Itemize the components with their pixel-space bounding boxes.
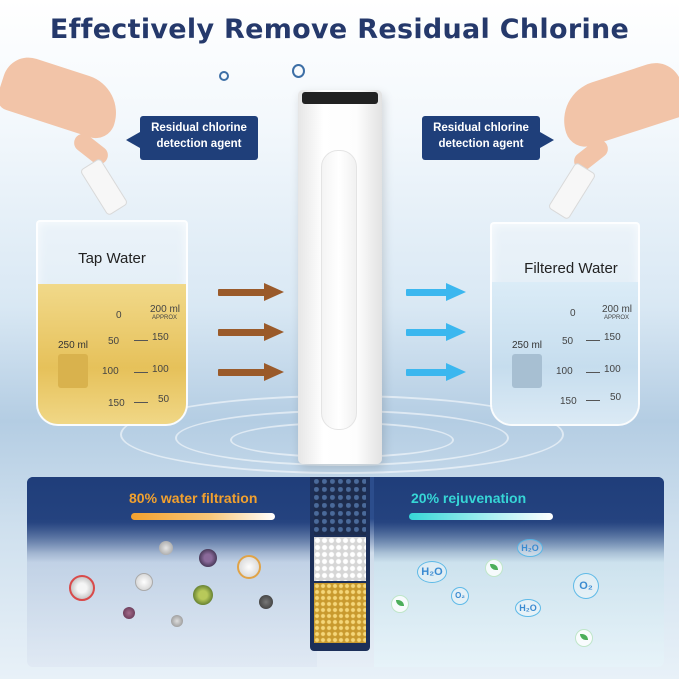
- molecule-icon: H₂O: [417, 561, 447, 583]
- filtration-label: 80% water filtration: [129, 490, 258, 506]
- beaker-filtered-water: Filtered Water 200 ml APPROX 150 100 50 …: [490, 222, 640, 426]
- callout-tail: [540, 132, 554, 148]
- scale-mark: 100: [102, 366, 119, 377]
- arrow-right-icon: [406, 363, 466, 381]
- arrow-right-icon: [406, 283, 466, 301]
- impurity-particle: [237, 555, 261, 579]
- filtered-water-liquid: [492, 282, 638, 424]
- impurity-particle: [171, 615, 183, 627]
- scale-mark: 150: [108, 398, 125, 409]
- capacity-label: 250 ml: [512, 340, 543, 351]
- arrow-right-icon: [218, 283, 284, 301]
- molecule-icon: O₂: [573, 573, 599, 599]
- impurity-particle: [199, 549, 217, 567]
- scale-mark: 50: [610, 392, 622, 403]
- impurity-particle: [193, 585, 213, 605]
- bubble-icon: [292, 64, 305, 78]
- impurity-particle: [123, 607, 135, 619]
- capacity-label: 250 ml: [58, 340, 89, 351]
- scale-brand: APPROX: [604, 315, 630, 321]
- bubble-icon: [219, 71, 229, 81]
- scale-brand: APPROX: [152, 315, 178, 321]
- cartridge-window: [321, 150, 357, 430]
- hand-left: [0, 50, 127, 144]
- filter-column-cutaway: [310, 477, 370, 651]
- scale-mark: 150: [560, 396, 577, 407]
- callout-left: Residual chlorine detection agent: [140, 116, 258, 160]
- filter-layer-kdf: [314, 583, 366, 643]
- scale-mark: 0: [116, 310, 122, 321]
- scale-tick: [134, 372, 148, 373]
- scale-mark: 150: [152, 332, 169, 343]
- scale-mark: 100: [556, 366, 573, 377]
- rejuvenation-bar: [409, 513, 553, 520]
- cartridge-seal-ring: [302, 92, 378, 104]
- beaker-right-label: Filtered Water: [524, 260, 618, 277]
- hand-right: [553, 56, 679, 152]
- callout-right: Residual chlorine detection agent: [422, 116, 540, 160]
- impurity-particle: [259, 595, 273, 609]
- impurity-particle: [159, 541, 173, 555]
- scale-tick: [134, 340, 148, 341]
- molecule-icon: H₂O: [515, 599, 541, 617]
- molecule-icon: O₂: [451, 587, 469, 605]
- arrow-right-icon: [218, 363, 284, 381]
- filter-layer-carbon: [314, 479, 366, 535]
- impurity-particle: [69, 575, 95, 601]
- callout-right-text: Residual chlorine detection agent: [433, 122, 529, 150]
- scale-mark: 100: [604, 364, 621, 375]
- callout-tail: [126, 132, 140, 148]
- arrow-right-icon: [406, 323, 466, 341]
- scale-tick: [586, 372, 600, 373]
- molecule-icon: H₂O: [517, 539, 543, 557]
- label-patch: [58, 354, 88, 388]
- leaf-icon: [391, 595, 409, 613]
- impurity-particle: [135, 573, 153, 591]
- leaf-icon: [485, 559, 503, 577]
- scale-tick: [134, 402, 148, 403]
- arrow-right-icon: [218, 323, 284, 341]
- callout-left-text: Residual chlorine detection agent: [151, 122, 247, 150]
- scale-mark: 50: [562, 336, 574, 347]
- panel-left: [27, 477, 317, 667]
- scale-mark: 100: [152, 364, 169, 375]
- beaker-tap-water: Tap Water 200 ml APPROX 150 100 50 0 50 …: [36, 220, 188, 426]
- filter-layer-ceramic: [314, 537, 366, 581]
- page-title: Effectively Remove Residual Chlorine: [49, 14, 630, 45]
- scale-mark: 150: [604, 332, 621, 343]
- leaf-icon: [575, 629, 593, 647]
- scale-mark: 200 ml: [602, 304, 633, 315]
- scale-mark: 50: [158, 394, 170, 405]
- scale-tick: [586, 400, 600, 401]
- label-patch: [512, 354, 542, 388]
- scale-tick: [586, 340, 600, 341]
- beaker-left-label: Tap Water: [78, 250, 146, 267]
- scale-mark: 50: [108, 336, 120, 347]
- dropper-right: [547, 161, 597, 221]
- rejuvenation-label: 20% rejuvenation: [411, 490, 527, 506]
- scale-mark: 0: [570, 308, 576, 319]
- scale-mark: 200 ml: [150, 304, 181, 315]
- dropper-left: [79, 157, 129, 217]
- filtration-bar: [131, 513, 275, 520]
